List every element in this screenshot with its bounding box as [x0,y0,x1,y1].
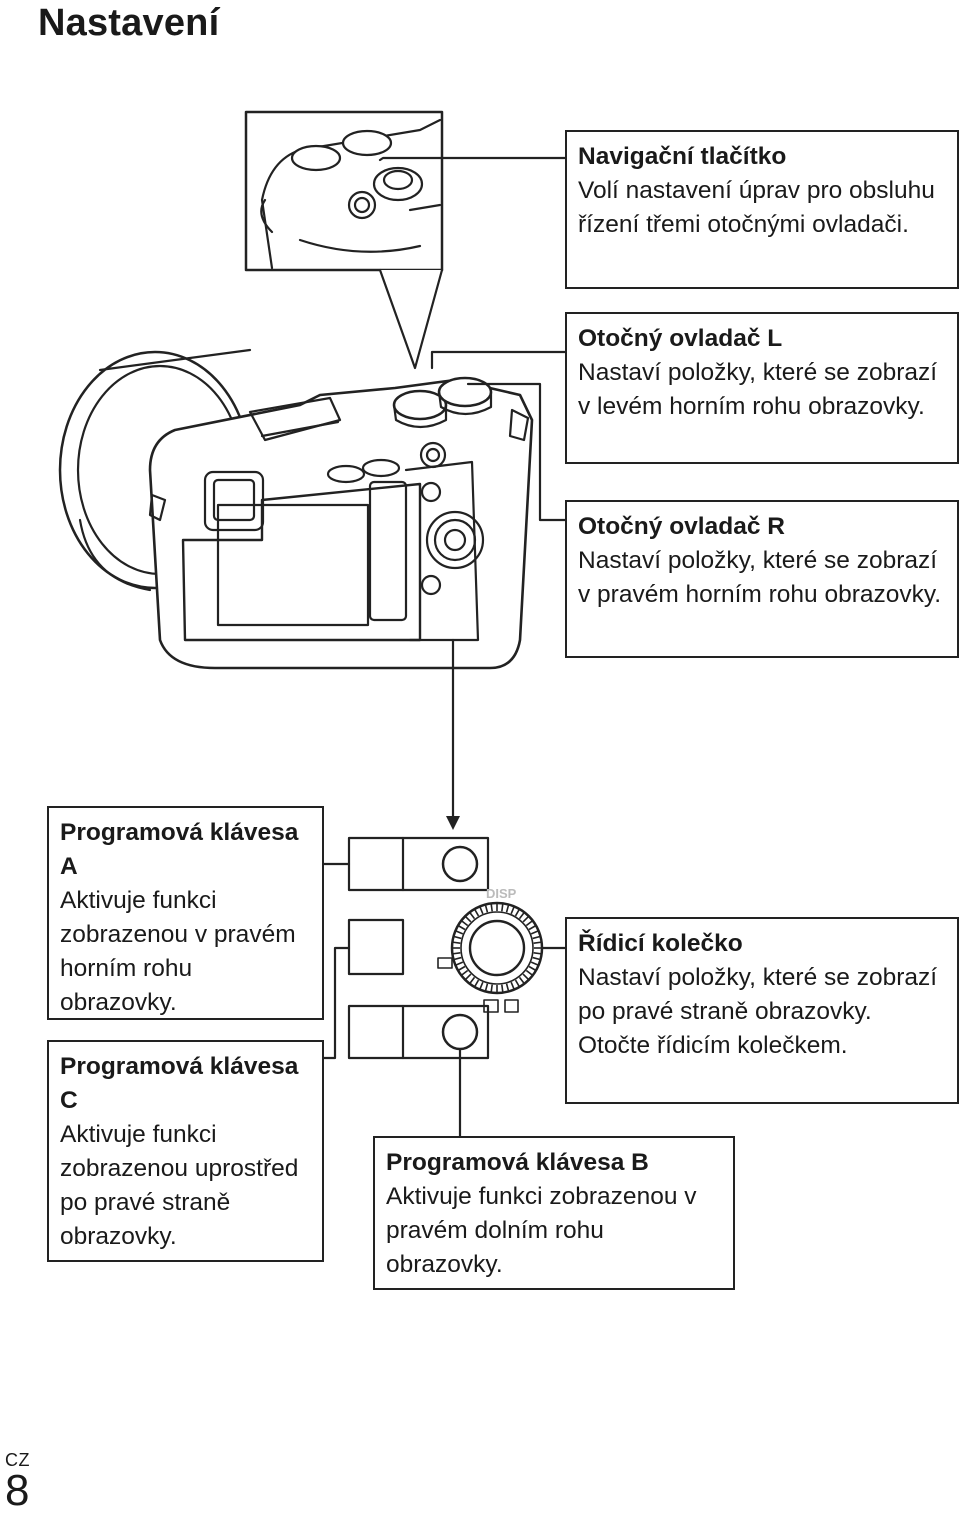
callout-title: Řídicí kolečko [578,930,743,957]
callout-body: Aktivuje funkci zobrazenou v pravém doln… [386,1183,697,1278]
callout-soft-key-a: Programová klávesa A Aktivuje funkci zob… [47,806,324,1020]
callout-title: Otočný ovladač L [578,325,783,352]
callout-body: Aktivuje funkci zobrazenou uprostřed po … [60,1121,299,1250]
callout-body: Nastaví položky, které se zobrazí v prav… [578,547,942,608]
rear-detail [322,836,567,1138]
disp-label: DISP [486,886,517,901]
callout-title: Programová klávesa A [60,819,299,880]
callout-body: Nastaví položky, které se zobrazí po pra… [578,964,938,1059]
callout-dial-r: Otočný ovladač R Nastaví položky, které … [565,500,959,658]
top-view-inset [244,110,444,272]
page-title: Nastavení [38,2,220,44]
callout-title: Programová klávesa B [386,1149,649,1176]
callout-soft-key-c: Programová klávesa C Aktivuje funkci zob… [47,1040,324,1262]
dial-l-leader [430,350,567,370]
callout-title: Navigační tlačítko [578,143,787,170]
callout-soft-key-b: Programová klávesa B Aktivuje funkci zob… [373,1136,735,1290]
soft-c-leader [322,946,351,1060]
callout-title: Otočný ovladač R [578,513,785,540]
callout-dial-l: Otočný ovladač L Nastaví položky, které … [565,312,959,464]
language-code: CZ [5,1450,30,1470]
wheel-ridges [452,903,542,993]
callout-body: Aktivuje funkci zobrazenou v pravém horn… [60,887,296,1016]
callout-title: Programová klávesa C [60,1053,299,1114]
callout-navigation-button: Navigační tlačítko Volí nastavení úprav … [565,130,959,289]
callout-body: Volí nastavení úprav pro obsluhu řízení … [578,177,935,238]
callout-control-wheel: Řídicí kolečko Nastaví položky, které se… [565,917,959,1104]
page-number: 8 [5,1466,30,1515]
callout-body: Nastaví položky, které se zobrazí v levé… [578,359,938,420]
nav-leader [378,156,567,162]
dial-r-leader [466,382,567,522]
camera-body [148,376,534,670]
